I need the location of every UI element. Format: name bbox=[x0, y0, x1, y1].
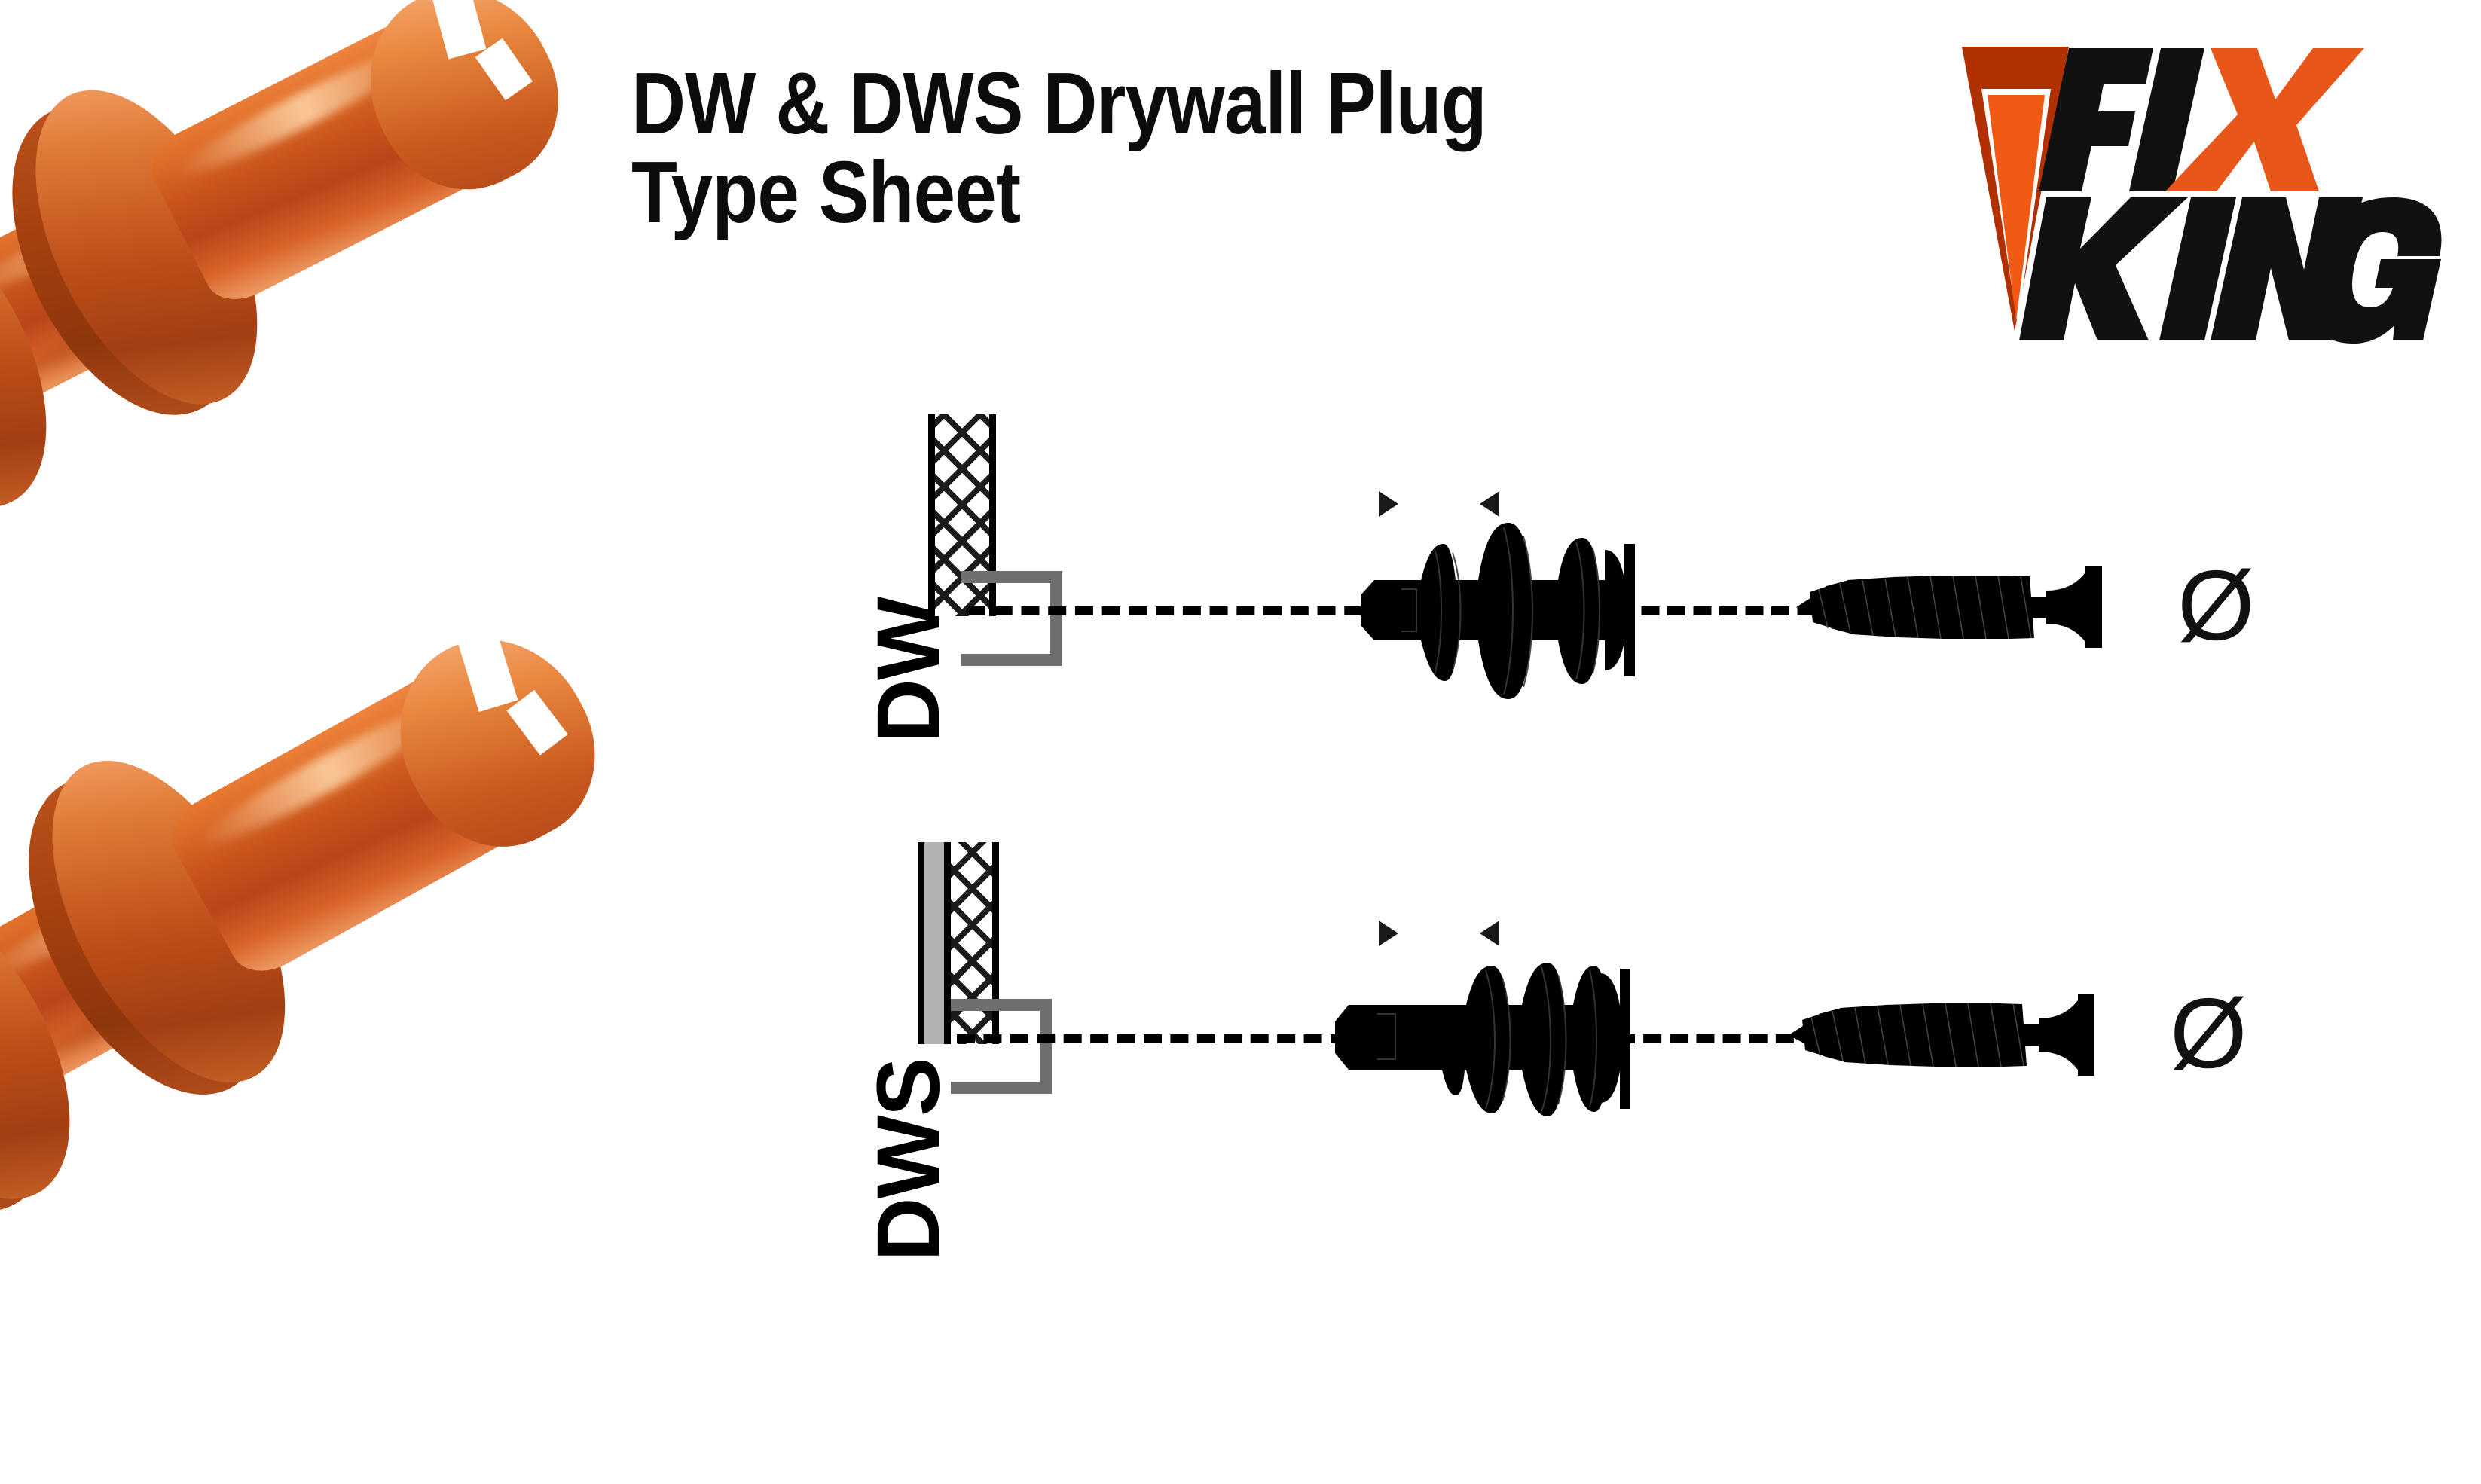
centre-axis-dws bbox=[957, 1034, 1349, 1043]
diagram-row-dw: DW bbox=[784, 414, 2298, 874]
diameter-symbol-dws: Ø bbox=[2170, 978, 2247, 1089]
arrow-right-icon bbox=[1379, 921, 1398, 946]
dw-plug-silhouette bbox=[1356, 511, 1673, 707]
dws-plug-silhouette bbox=[1332, 940, 1664, 1136]
bugle-head-drywall-screw-dw bbox=[1793, 563, 2140, 651]
product-render-panel bbox=[0, 0, 625, 1484]
diameter-symbol-dw: Ø bbox=[2177, 550, 2255, 661]
page-title: DW & DWS Drywall Plug Type Sheet bbox=[631, 54, 1487, 242]
wall-edge-right bbox=[989, 414, 996, 616]
spike-arrow-mark bbox=[1962, 47, 2069, 331]
fix-king-logo bbox=[1956, 30, 2446, 347]
pilot-hole-indicator-dws bbox=[951, 999, 1052, 1094]
centre-axis-dw bbox=[967, 606, 1389, 615]
tile-edge-left bbox=[918, 842, 924, 1044]
arrow-left-icon bbox=[1480, 921, 1499, 946]
diagram-row-dws: DWS bbox=[784, 842, 2298, 1311]
logo-wordmark-king bbox=[2019, 197, 2442, 344]
wall-edge-right bbox=[992, 842, 999, 1044]
centre-axis-dw-2 bbox=[1615, 606, 1841, 615]
dw-drywall-plug-3d-render bbox=[0, 0, 625, 623]
pilot-hole-indicator-dw bbox=[961, 571, 1062, 666]
tile-edge-right bbox=[944, 842, 951, 1044]
logo-wordmark-fix bbox=[2039, 48, 2364, 191]
centre-axis-dws-2 bbox=[1617, 1034, 1820, 1043]
tile-layer bbox=[924, 842, 944, 1044]
dimension-arrows-dws bbox=[1379, 921, 1499, 951]
arrow-left-icon bbox=[1480, 491, 1499, 517]
dws-drywall-plug-3d-render bbox=[0, 487, 625, 1321]
bugle-head-drywall-screw-dws bbox=[1786, 991, 2132, 1079]
arrow-right-icon bbox=[1379, 491, 1398, 517]
dimension-arrows-dw bbox=[1379, 491, 1499, 521]
wall-edge-left bbox=[928, 414, 935, 616]
